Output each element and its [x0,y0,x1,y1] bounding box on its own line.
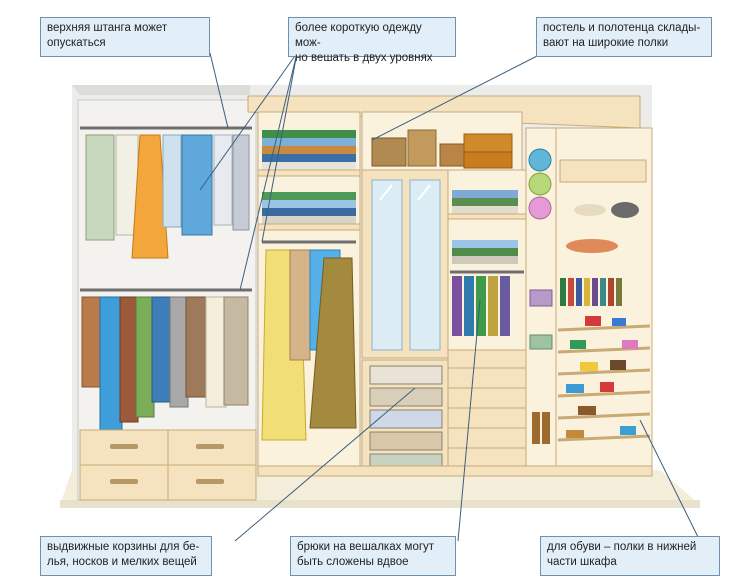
callout-shoes: для обуви – полки в нижней части шкафа [540,536,720,576]
top-shelf-bags [361,111,523,171]
folded-clothes-upper [257,130,361,231]
left-open-section [77,99,257,501]
trousers-section [447,169,527,471]
leader-lines [199,52,701,542]
mirror-doors [361,169,449,359]
main-cabinet [247,95,653,477]
wire-baskets [361,359,449,471]
callout-drawers: выдвижные корзины для бе- лья, носков и … [40,536,212,576]
callout-trousers: брюки на вешалках могут быть сложены вдв… [290,536,456,576]
left-drawers [79,429,257,501]
callout-bedding: постель и полотенца склады- вают на широ… [536,17,712,57]
callout-top-rod: верхняя штанга может опускаться [40,17,210,57]
upper-hanging-clothes [85,134,250,259]
lower-hanging-clothes [81,296,249,438]
shoe-shelves [555,127,653,469]
towel-rolls-column [525,127,557,469]
callout-two-levels: более короткую одежду мож- но вешать в д… [288,17,456,64]
long-hanging-clothes [261,249,357,441]
